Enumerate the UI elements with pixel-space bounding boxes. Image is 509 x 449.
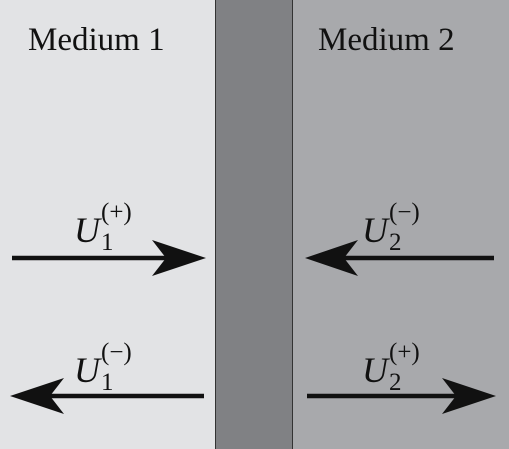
wave-symbol: U — [74, 350, 100, 390]
wave-superscript: (−) — [101, 339, 132, 366]
arrow-u1-plus — [12, 240, 206, 276]
wave-superscript: (+) — [389, 339, 420, 366]
wave-subscript: 2 — [389, 229, 402, 256]
wave-superscript: (−) — [389, 199, 420, 226]
wave-subscript: 1 — [101, 369, 114, 396]
wave-label-u1-minus: U(−) 1 — [74, 340, 134, 395]
wave-symbol: U — [362, 350, 388, 390]
wave-symbol: U — [362, 210, 388, 250]
wave-label-u1-plus: U(+) 1 — [74, 200, 134, 255]
wave-subscript: 2 — [389, 369, 402, 396]
medium-1-label: Medium 1 — [28, 22, 165, 58]
arrow-u2-minus — [305, 240, 494, 276]
arrow-u1-minus — [10, 378, 204, 414]
wave-label-u2-plus: U(+) 2 — [362, 340, 422, 395]
wave-superscript: (+) — [101, 199, 132, 226]
medium-2-region — [293, 0, 509, 449]
wave-symbol: U — [74, 210, 100, 250]
arrow-u2-plus — [307, 378, 496, 414]
wave-label-u2-minus: U(−) 2 — [362, 200, 422, 255]
medium-1-region — [0, 0, 215, 449]
wave-subscript: 1 — [101, 229, 114, 256]
medium-2-label: Medium 2 — [318, 22, 455, 58]
interface-layer — [215, 0, 293, 449]
